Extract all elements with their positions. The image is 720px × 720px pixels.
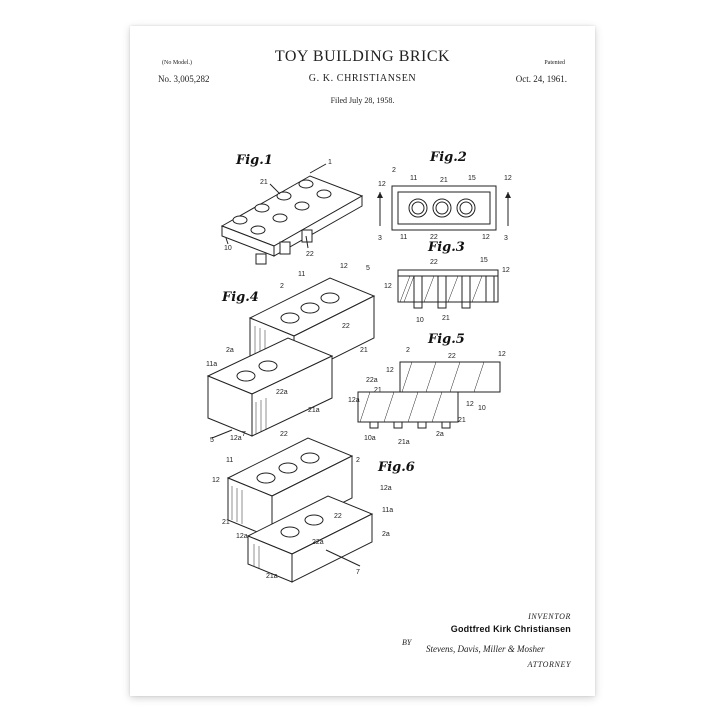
fig5-label: Fig.5 (428, 332, 465, 347)
fig4-label: Fig.4 (222, 290, 259, 305)
ref-12: 12 (502, 267, 510, 274)
ref-12: 12 (466, 401, 474, 408)
ref-10: 10 (478, 405, 486, 412)
ref-3: 3 (378, 235, 382, 242)
ref-7: 7 (242, 431, 246, 438)
attorney-label: ATTORNEY (527, 660, 571, 669)
ref-11: 11 (226, 457, 233, 464)
ref-22: 22 (448, 353, 456, 360)
fig1-studs (232, 179, 332, 235)
attorney-signature: Stevens, Davis, Miller & Mosher (426, 644, 545, 654)
ref-10a: 10a (364, 435, 376, 442)
ref-11: 11 (410, 175, 417, 182)
fig1-label: Fig.1 (236, 153, 273, 168)
ref-10: 10 (416, 317, 424, 324)
ref-12: 12 (384, 283, 392, 290)
fig2-plan (377, 185, 511, 231)
by-label: BY (402, 638, 412, 647)
ref-12: 12 (386, 367, 394, 374)
ref-15: 15 (480, 257, 488, 264)
fig3-section (397, 269, 499, 309)
inventor-name: Godtfred Kirk Christiansen (450, 624, 571, 634)
patented-label: Patented (544, 60, 565, 66)
fig2-label: Fig.2 (430, 150, 467, 165)
ref-2: 2 (406, 347, 410, 354)
ref-15: 15 (468, 175, 476, 182)
ref-2a: 2a (226, 347, 234, 354)
filed-date: Filed July 28, 1958. (330, 96, 395, 105)
ref-21: 21 (458, 417, 466, 424)
ref-22: 22 (430, 259, 438, 266)
model-note: (No Model.) (162, 60, 192, 66)
ref-12: 12 (498, 351, 506, 358)
ref-12: 12 (340, 263, 348, 270)
ref-22: 22 (334, 513, 342, 520)
ref-5: 5 (210, 437, 214, 444)
patent-title: TOY BUILDING BRICK (274, 48, 451, 65)
ref-21: 21 (374, 387, 382, 394)
ref-2a: 2a (382, 531, 390, 538)
ref-12: 12 (212, 477, 220, 484)
ref-22a: 22a (312, 539, 324, 546)
ref-12: 12 (378, 181, 386, 188)
ref-12a: 12a (348, 397, 360, 404)
fig6-lower-brick (246, 495, 374, 583)
ref-21: 21 (440, 177, 448, 184)
ref-21: 21 (222, 519, 230, 526)
ref-22: 22 (342, 323, 350, 330)
patent-number: No. 3,005,282 (158, 74, 210, 84)
fig4-lower-brick (206, 337, 334, 439)
ref-11a: 11a (382, 507, 393, 514)
ref-22: 22 (306, 251, 314, 258)
ref-12: 12 (482, 234, 490, 241)
ref-2: 2 (280, 283, 284, 290)
ref-10: 10 (224, 245, 232, 252)
ref-11: 11 (400, 234, 407, 241)
ref-12a: 12a (380, 485, 392, 492)
ref-5: 5 (366, 265, 370, 272)
ref-7: 7 (356, 569, 360, 576)
ref-21a: 21a (266, 573, 278, 580)
ref-21: 21 (360, 347, 368, 354)
fig3-label: Fig.3 (428, 240, 465, 255)
fig1-brick (220, 163, 364, 265)
ref-12: 12 (504, 175, 512, 182)
ref-2: 2 (392, 167, 396, 174)
ref-12a: 12a (236, 533, 248, 540)
ref-21a: 21a (398, 439, 410, 446)
patent-drawings: 1 21 22 10 2 11 21 15 12 12 3 3 11 22 12 (206, 159, 512, 583)
fig5-section (357, 361, 501, 429)
ref-21: 21 (260, 179, 268, 186)
ref-11a: 11a (206, 361, 217, 368)
patent-sheet: (No Model.) No. 3,005,282 TOY BUILDING B… (130, 26, 595, 696)
ref-3: 3 (504, 235, 508, 242)
ref-21: 21 (442, 315, 450, 322)
ref-11: 11 (298, 271, 305, 278)
ref-2a: 2a (436, 431, 444, 438)
fig6-label: Fig.6 (378, 460, 415, 475)
patented-date: Oct. 24, 1961. (515, 74, 567, 84)
ref-22a: 22a (276, 389, 288, 396)
ref-1: 1 (328, 159, 332, 166)
ref-21a: 21a (308, 407, 320, 414)
inventor-short-name: G. K. CHRISTIANSEN (308, 73, 417, 84)
ref-22: 22 (280, 431, 288, 438)
ref-22a: 22a (366, 377, 378, 384)
ref-22: 22 (430, 234, 438, 241)
ref-2: 2 (356, 457, 360, 464)
inventor-label: INVENTOR (528, 612, 571, 621)
ref-12a: 12a (230, 435, 242, 442)
